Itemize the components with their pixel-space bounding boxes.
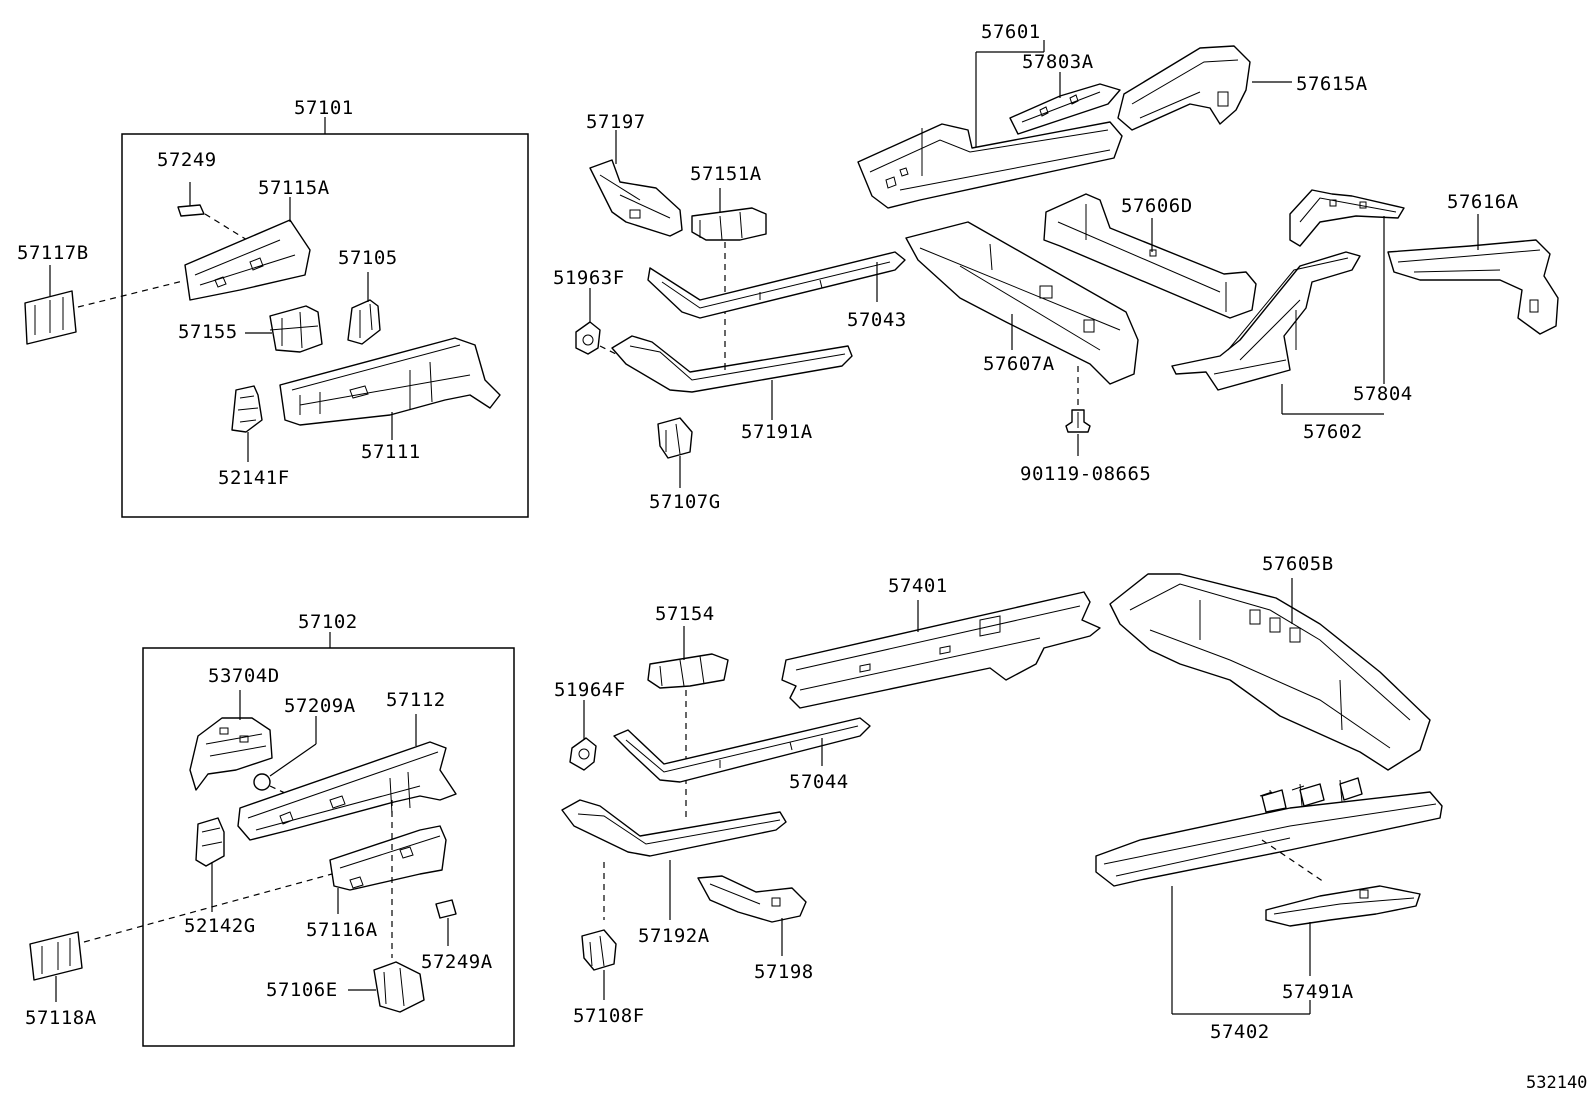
part-57602: [1171, 251, 1361, 391]
page-number: 532140: [1526, 1073, 1587, 1093]
part-57402: [1095, 777, 1443, 1014]
label-57249[interactable]: 57249: [157, 149, 217, 171]
label-57107G[interactable]: 57107G: [649, 491, 721, 513]
part-57601: [857, 121, 1123, 209]
label-57197[interactable]: 57197: [586, 111, 646, 133]
part-57151A: [691, 188, 767, 241]
label-57602[interactable]: 57602: [1303, 421, 1363, 443]
part-57804: [1289, 189, 1405, 247]
label-57606D[interactable]: 57606D: [1121, 195, 1193, 217]
part-57112: [237, 714, 457, 841]
part-57249: [177, 182, 205, 217]
part-57155: [269, 305, 323, 353]
label-57804[interactable]: 57804: [1353, 383, 1413, 405]
part-57111: [279, 337, 501, 440]
part-53704D: [189, 690, 273, 791]
label-57605B[interactable]: 57605B: [1262, 553, 1334, 575]
label-53704D[interactable]: 53704D: [208, 665, 280, 687]
label-90119-08665[interactable]: 90119-08665: [1020, 463, 1151, 485]
label-57105[interactable]: 57105: [338, 247, 398, 269]
group-box-57102: [142, 647, 515, 1047]
label-57112[interactable]: 57112: [386, 689, 446, 711]
label-57118A[interactable]: 57118A: [25, 1007, 97, 1029]
part-57108F: [581, 929, 617, 1000]
part-57192A: [561, 799, 787, 920]
part-57116A: [329, 825, 447, 914]
part-57605B: [1109, 573, 1431, 771]
label-57043[interactable]: 57043: [847, 309, 907, 331]
part-57044: [613, 717, 871, 783]
part-57043: [647, 251, 906, 319]
part-51963F: [575, 288, 601, 355]
part-57107G: [657, 417, 693, 488]
label-51963F[interactable]: 51963F: [553, 267, 625, 289]
label-52142G[interactable]: 52142G: [184, 915, 256, 937]
label-57155[interactable]: 57155: [178, 321, 238, 343]
part-57118A: [29, 931, 83, 1002]
label-57249A[interactable]: 57249A: [421, 951, 493, 973]
part-57106E: [373, 961, 425, 1013]
label-57803A[interactable]: 57803A: [1022, 51, 1094, 73]
label-57116A[interactable]: 57116A: [306, 919, 378, 941]
part-90119-08665: [1065, 409, 1091, 456]
label-57491A[interactable]: 57491A: [1282, 981, 1354, 1003]
label-57108F[interactable]: 57108F: [573, 1005, 645, 1027]
part-57606D: [1043, 193, 1257, 319]
label-57101[interactable]: 57101: [294, 97, 354, 119]
label-51964F[interactable]: 51964F: [554, 679, 626, 701]
label-57601[interactable]: 57601: [981, 21, 1041, 43]
part-57154: [647, 626, 729, 689]
part-57615A: [1117, 45, 1251, 131]
label-57192A[interactable]: 57192A: [638, 925, 710, 947]
label-57401[interactable]: 57401: [888, 575, 948, 597]
label-57102[interactable]: 57102: [298, 611, 358, 633]
part-57115A: [184, 197, 311, 301]
label-57616A[interactable]: 57616A: [1447, 191, 1519, 213]
part-57401: [781, 591, 1101, 709]
part-57803A: [1009, 72, 1121, 135]
part-57607A: [905, 221, 1139, 385]
part-57198: [697, 875, 807, 956]
label-57106E[interactable]: 57106E: [266, 979, 338, 1001]
part-57191A: [611, 335, 853, 420]
part-57249A: [435, 899, 457, 946]
label-57615A[interactable]: 57615A: [1296, 73, 1368, 95]
part-57209A: [253, 716, 317, 791]
part-52141F: [231, 385, 263, 462]
part-52142G: [195, 817, 225, 912]
label-57115A[interactable]: 57115A: [258, 177, 330, 199]
label-57209A[interactable]: 57209A: [284, 695, 356, 717]
label-57191A[interactable]: 57191A: [741, 421, 813, 443]
label-57607A[interactable]: 57607A: [983, 353, 1055, 375]
label-52141F[interactable]: 52141F: [218, 467, 290, 489]
label-57044[interactable]: 57044: [789, 771, 849, 793]
part-57105: [347, 272, 381, 345]
label-57402[interactable]: 57402: [1210, 1021, 1270, 1043]
label-57198[interactable]: 57198: [754, 961, 814, 983]
label-57151A[interactable]: 57151A: [690, 163, 762, 185]
label-57154[interactable]: 57154: [655, 603, 715, 625]
label-57117B[interactable]: 57117B: [17, 242, 89, 264]
part-57197: [589, 130, 683, 237]
part-57616A: [1387, 214, 1559, 335]
part-57117B: [24, 265, 77, 345]
part-57491A: [1265, 885, 1421, 976]
label-57111[interactable]: 57111: [361, 441, 421, 463]
part-51964F: [569, 700, 597, 771]
